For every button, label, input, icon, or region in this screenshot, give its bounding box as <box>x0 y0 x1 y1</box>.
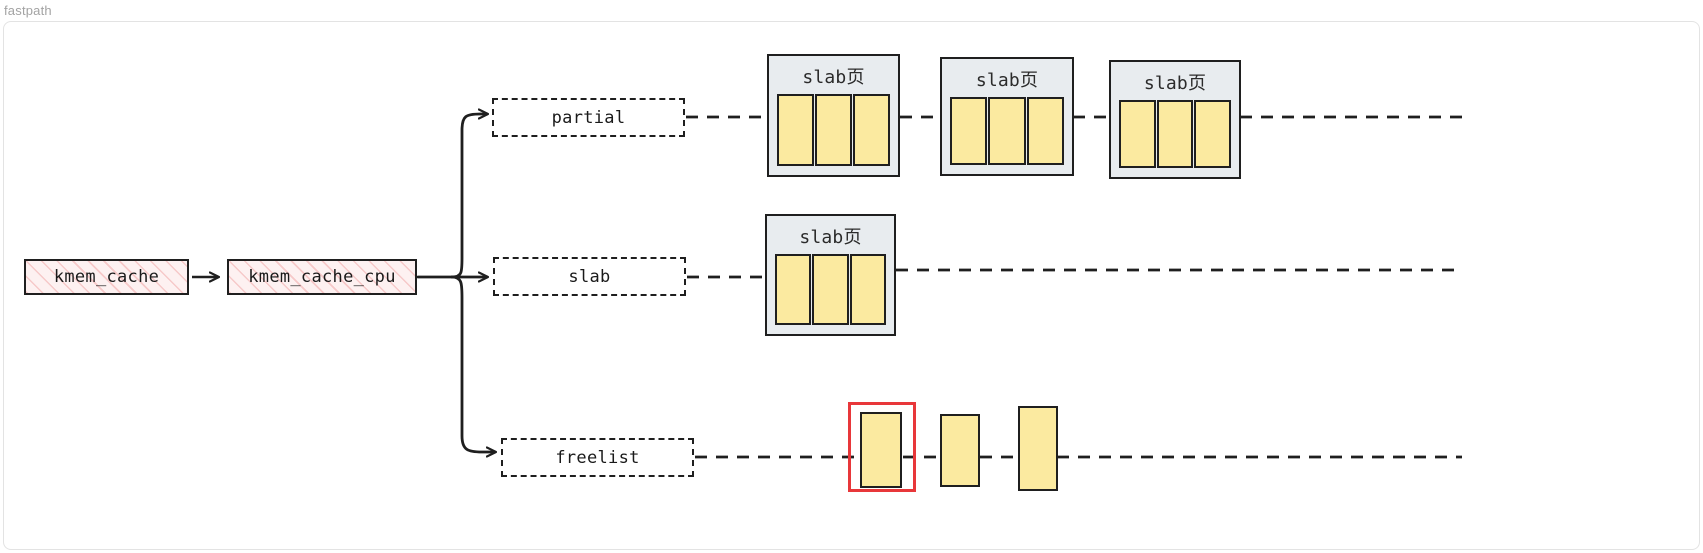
node-kmem-cache[interactable]: kmem_cache <box>24 259 189 295</box>
slab-page-objects <box>767 254 894 334</box>
node-kmem-cache-cpu-label: kmem_cache_cpu <box>248 267 396 287</box>
slab-page-objects <box>1111 100 1239 177</box>
slab-page[interactable]: slab页 <box>940 57 1074 176</box>
freelist-highlight-ring <box>848 402 916 492</box>
slab-page[interactable]: slab页 <box>1109 60 1241 179</box>
slab-object[interactable] <box>988 97 1026 165</box>
branch-box-partial[interactable]: partial <box>492 98 685 137</box>
slab-object[interactable] <box>950 97 988 165</box>
branch-label-freelist: freelist <box>555 447 640 468</box>
slab-page-title: slab页 <box>975 70 1039 91</box>
node-kmem-cache-cpu[interactable]: kmem_cache_cpu <box>227 259 417 295</box>
slab-object[interactable] <box>1119 100 1156 168</box>
freelist-object[interactable] <box>1018 406 1058 491</box>
slab-object[interactable] <box>853 94 890 166</box>
slab-page-title: slab页 <box>1143 73 1207 94</box>
node-kmem-cache-label: kmem_cache <box>53 267 160 287</box>
slab-page-objects <box>769 94 898 175</box>
slab-page-objects <box>942 97 1072 174</box>
diagram-caption: fastpath <box>4 3 52 18</box>
slab-object[interactable] <box>812 254 849 325</box>
branch-label-slab: slab <box>568 266 611 287</box>
freelist-object[interactable] <box>860 412 902 488</box>
slab-page[interactable]: slab页 <box>765 214 896 336</box>
slab-object[interactable] <box>775 254 812 325</box>
slab-page-title: slab页 <box>799 227 862 248</box>
branch-label-partial: partial <box>551 107 626 128</box>
slab-object[interactable] <box>777 94 814 166</box>
slab-object[interactable] <box>1026 97 1064 165</box>
slab-object[interactable] <box>1194 100 1232 168</box>
branch-box-freelist[interactable]: freelist <box>501 438 694 477</box>
slab-object[interactable] <box>815 94 852 166</box>
freelist-object[interactable] <box>940 414 980 487</box>
slab-page-title: slab页 <box>802 67 865 88</box>
slab-page[interactable]: slab页 <box>767 54 900 177</box>
slab-object[interactable] <box>849 254 886 325</box>
branch-box-slab[interactable]: slab <box>493 257 686 296</box>
slab-object[interactable] <box>1156 100 1194 168</box>
